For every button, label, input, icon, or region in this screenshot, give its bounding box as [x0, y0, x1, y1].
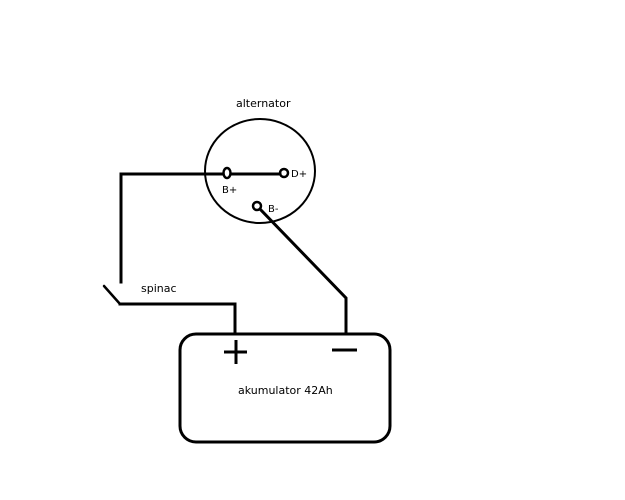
terminal-b-plus-label: B+ — [222, 185, 237, 196]
switch-label: spinac — [141, 282, 177, 295]
battery: akumulator 42Ah — [178, 332, 392, 444]
battery-label: akumulator 42Ah — [238, 384, 333, 397]
alternator-housing — [204, 118, 316, 224]
alternator-label: alternator — [236, 97, 291, 110]
switch: spinac — [102, 282, 177, 306]
alternator: alternator B+ D+ B- — [204, 97, 316, 224]
wire-switch-to-battery-plus — [118, 302, 237, 336]
terminal-b-plus — [222, 166, 232, 180]
terminal-d-plus-label: D+ — [291, 169, 307, 180]
terminal-b-minus-label: B- — [268, 204, 279, 215]
battery-plus-terminal-symbol — [224, 340, 247, 364]
switch-lever — [102, 284, 122, 306]
battery-case — [178, 332, 392, 444]
wire-b-minus-to-battery-minus — [257, 206, 348, 336]
wire-b-plus-to-switch — [119, 172, 225, 284]
